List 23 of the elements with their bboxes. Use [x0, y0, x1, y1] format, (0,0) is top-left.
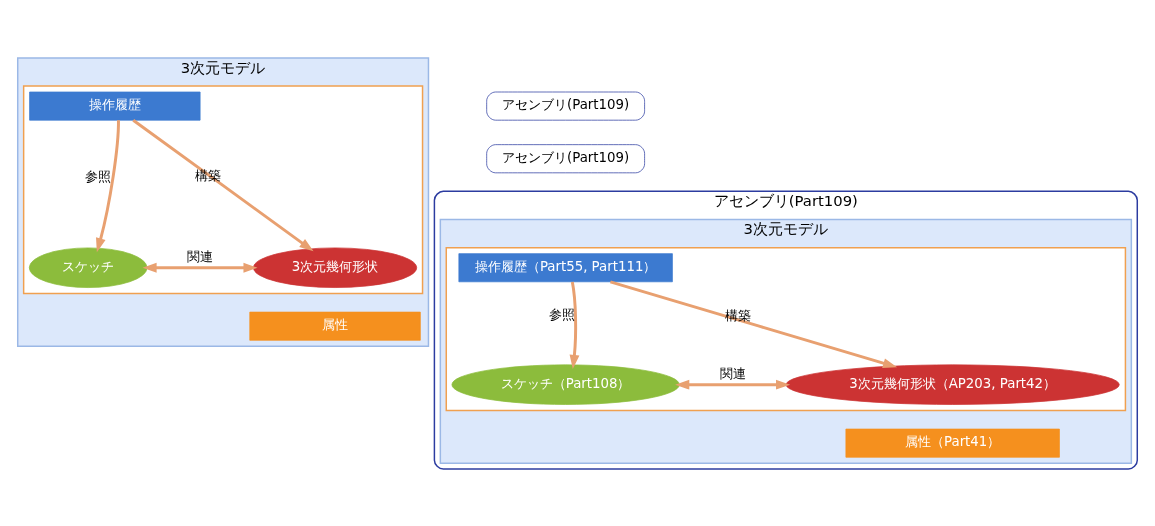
node-ellipse: スケッチ（Part108） — [451, 364, 680, 405]
arrow — [132, 118, 314, 251]
node-box: 操作履歴（Part55, Part111） — [458, 252, 673, 282]
edge-label: 関連 — [719, 365, 746, 381]
node-ellipse: 3次元幾何形状 — [253, 247, 418, 288]
node-ellipse: スケッチ — [28, 247, 148, 288]
arrow — [142, 262, 258, 273]
cluster — [22, 84, 424, 294]
edge-label: 関連 — [187, 248, 214, 264]
arrow — [675, 379, 791, 390]
arrow — [569, 281, 580, 369]
node-box: アセンブリ(Part109) — [486, 143, 645, 173]
arrow — [610, 279, 898, 368]
node-box: 操作履歴 — [29, 91, 201, 121]
edge-label: 構築 — [194, 167, 221, 183]
node-box: アセンブリ(Part109) — [486, 91, 645, 121]
node-box: 属性（Part41） — [845, 428, 1060, 458]
cluster — [445, 246, 1127, 411]
edge-label: 参照 — [548, 306, 575, 322]
node-box: 属性 — [249, 311, 421, 341]
edge-label: 参照 — [85, 168, 112, 184]
node-ellipse: 3次元幾何形状（AP203, Part42） — [785, 364, 1120, 405]
arrow — [96, 119, 120, 252]
